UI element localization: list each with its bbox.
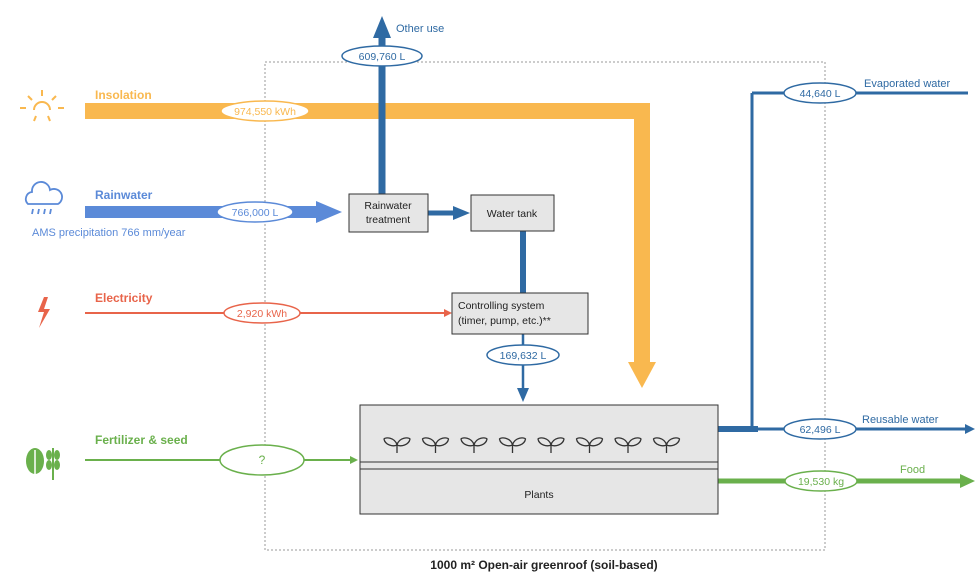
controlling-system-label-line2: (timer, pump, etc.)** — [458, 315, 551, 327]
insolation-value-oval — [220, 100, 310, 122]
rainwater-value-oval — [216, 201, 294, 223]
controlling-system-label-line1: Controlling system — [458, 300, 545, 312]
treatment-label-line1: Rainwater — [364, 200, 412, 212]
controlling-system-box: Controlling system (timer, pump, etc.)** — [451, 292, 589, 335]
other-use-label: Other use — [396, 23, 444, 35]
reusable-label: Reusable water — [862, 414, 939, 426]
diagram-caption: 1000 m² Open-air greenroof (soil-based) — [430, 558, 657, 572]
fertilizer-value-oval — [219, 444, 305, 476]
food-label: Food — [900, 464, 925, 476]
plants-label: Plants — [524, 489, 553, 501]
insolation-label: Insolation — [95, 88, 152, 102]
lightning-icon — [38, 297, 50, 328]
plants-box: Plants — [359, 404, 719, 515]
other-use-value: 609,760 L — [359, 51, 406, 63]
fertilizer-arrowhead — [350, 456, 358, 464]
food-value: 19,530 kg — [798, 476, 844, 488]
irrigation-arrowhead — [517, 388, 529, 402]
sun-icon — [20, 90, 64, 122]
food-arrowhead — [960, 474, 975, 488]
sprout-icon — [460, 437, 488, 453]
irrigation-value-oval — [486, 344, 560, 366]
irrigation-value: 169,632 L — [500, 350, 547, 362]
sprout-icon — [498, 437, 527, 453]
rainwater-note: AMS precipitation 766 mm/year — [32, 227, 186, 239]
other-use-arrowhead — [373, 16, 391, 38]
evaporated-value-oval — [783, 82, 857, 104]
rainwater-treatment-box: Rainwater treatment — [348, 193, 429, 233]
water-tank-box: Water tank — [470, 194, 555, 232]
other-use-value-oval — [341, 45, 423, 67]
treatment-to-tank-arrowhead — [453, 206, 470, 220]
sprout-icon — [383, 437, 411, 453]
food-value-oval — [784, 470, 858, 492]
sprout-icon — [652, 437, 681, 453]
rainwater-arrowhead — [316, 201, 342, 223]
rainwater-label: Rainwater — [95, 188, 153, 202]
insolation-arrowhead — [628, 362, 656, 388]
sprout-icon — [421, 437, 450, 453]
reusable-arrowhead — [965, 424, 975, 434]
treatment-label-line2: treatment — [366, 214, 410, 226]
electricity-label: Electricity — [95, 291, 153, 305]
fertilizer-seed-icon — [26, 448, 60, 480]
plant-sprouts — [383, 437, 681, 453]
rainwater-value: 766,000 L — [232, 207, 279, 219]
sprout-icon — [575, 437, 604, 453]
reusable-value-oval — [783, 418, 857, 440]
electricity-value: 2,920 kWh — [237, 308, 287, 320]
evaporated-label: Evaporated water — [864, 78, 951, 90]
electricity-arrowhead — [444, 309, 452, 317]
sprout-icon — [537, 437, 565, 453]
electricity-value-oval — [223, 302, 301, 324]
fertilizer-label: Fertilizer & seed — [95, 433, 188, 447]
cloud-rain-icon — [24, 181, 63, 215]
sprout-icon — [614, 437, 642, 453]
evaporated-value: 44,640 L — [800, 88, 841, 100]
water-tank-label: Water tank — [487, 208, 538, 220]
fertilizer-value: ? — [259, 453, 266, 467]
insolation-value: 974,550 kWh — [234, 106, 296, 118]
reusable-value: 62,496 L — [800, 424, 841, 436]
